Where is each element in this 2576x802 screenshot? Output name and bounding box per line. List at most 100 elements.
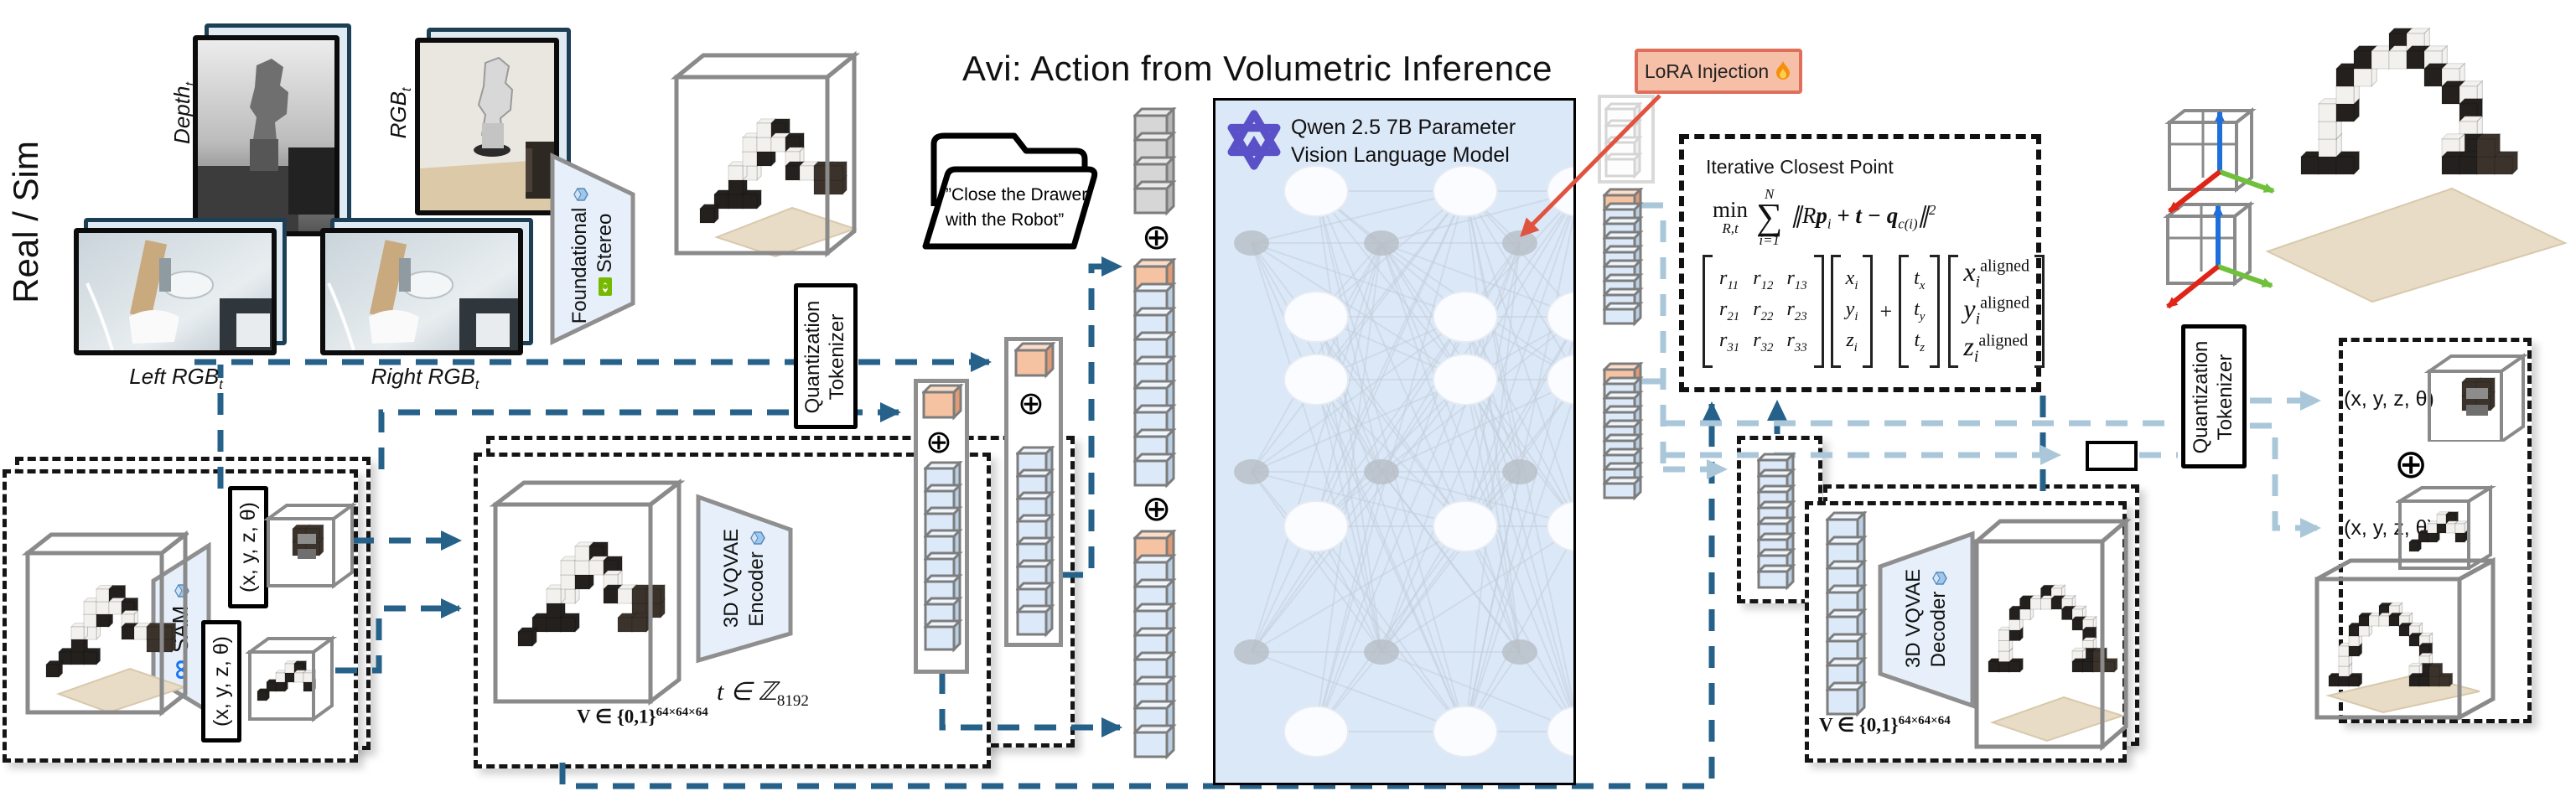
cube-icon bbox=[750, 531, 765, 546]
pose-box-2 bbox=[201, 620, 241, 742]
v-label-sup: 64×64×64 bbox=[1898, 714, 1951, 727]
icp-sum-bottom: i=1 bbox=[1759, 231, 1780, 248]
v-label-sup: 64×64×64 bbox=[656, 706, 708, 719]
plus-sign: + bbox=[1879, 298, 1893, 323]
voxel-cube-decoder-output bbox=[1972, 516, 2131, 752]
right-rgb-label: Right RGBt bbox=[345, 364, 505, 393]
token-box-a-cap bbox=[922, 384, 964, 421]
oplus-seq-2: ⊕ bbox=[1142, 488, 1172, 529]
left-rgb-label-sub: t bbox=[219, 377, 223, 393]
lora-injection-badge: LoRA Injection bbox=[1635, 49, 1802, 94]
voxel-set-label-decoder: V ∈ {0,1}64×64×64 bbox=[1819, 714, 1970, 739]
output-token-column-2 bbox=[1603, 362, 1644, 501]
token-box-b-column bbox=[1016, 446, 1055, 638]
nvidia-icon bbox=[599, 277, 612, 297]
rgb-image-label: RGBt bbox=[386, 63, 415, 163]
cube-icon bbox=[573, 187, 588, 201]
instruction-line1: ”Close the Drawer bbox=[946, 185, 1088, 204]
right-rgb-label-sub: t bbox=[474, 377, 479, 393]
qt-right-line2: Tokenizer bbox=[2214, 354, 2237, 441]
voxel-token-column-1 bbox=[1133, 258, 1177, 489]
coordinate-frame-cubes bbox=[2163, 106, 2275, 309]
pose-box-2-label: (x, y, z, θ) bbox=[209, 627, 234, 736]
decoder-line2: Decoder bbox=[1927, 591, 1950, 668]
qwen-title: Qwen 2.5 7B Parameter Vision Language Mo… bbox=[1291, 114, 1568, 168]
icp-title: Iterative Closest Point bbox=[1706, 156, 1894, 178]
latent-token-column bbox=[1757, 453, 1796, 591]
pose-text: (x, y, z, θ) bbox=[209, 636, 233, 727]
right-rgb-label-text: Right RGB bbox=[371, 364, 475, 390]
segmented-drawer-cube bbox=[264, 502, 358, 589]
page-title-text: Avi: Action from Volumetric Inference bbox=[961, 49, 1553, 88]
connector-box bbox=[2086, 441, 2138, 471]
instruction-line2: with the Robot” bbox=[946, 210, 1065, 230]
left-rgb-label-text: Left RGB bbox=[129, 364, 220, 390]
output-pose-box bbox=[2339, 338, 2532, 723]
voxel-scene-top-right bbox=[2265, 27, 2568, 303]
voxel-cube-stereo-output bbox=[670, 50, 861, 258]
right-rgb-image bbox=[320, 228, 523, 355]
qwen-line1: Qwen 2.5 7B Parameter bbox=[1291, 116, 1516, 139]
oplus-seq-1: ⊕ bbox=[1142, 216, 1172, 257]
flame-icon bbox=[1776, 61, 1791, 80]
pose-text: (x, y, z, θ) bbox=[236, 502, 260, 592]
oplus-box-b: ⊕ bbox=[1018, 385, 1044, 422]
stereo-line2: Stereo bbox=[593, 213, 616, 273]
qwen-vlm-box: Qwen 2.5 7B Parameter Vision Language Mo… bbox=[1213, 98, 1576, 785]
foundational-stereo-trapezoid bbox=[550, 153, 635, 345]
vqvae-encoder-trapezoid bbox=[696, 494, 793, 664]
codebook-label: t ∈ ℤ8192 bbox=[717, 677, 826, 711]
stereo-line1: Foundational bbox=[568, 207, 591, 324]
pose-text: (x, y, z, θ) bbox=[2344, 387, 2434, 411]
depth-label-text: Depth bbox=[169, 85, 195, 144]
decoder-input-column bbox=[1826, 511, 1868, 717]
icp-min-sub: R,t bbox=[1722, 220, 1739, 237]
lora-text: LoRA Injection bbox=[1644, 60, 1770, 82]
v-label-base: V ∈ {0,1} bbox=[577, 706, 656, 727]
pose-drawer-cube bbox=[2424, 353, 2529, 442]
vqvae-decoder-trapezoid bbox=[1878, 530, 1975, 709]
real-sim-text: Real / Sim bbox=[5, 141, 45, 303]
output-token-column-1 bbox=[1603, 188, 1644, 327]
lora-arrow bbox=[1520, 94, 1661, 237]
t-label-base: t ∈ ℤ bbox=[717, 678, 777, 706]
qwen-logo-icon bbox=[1227, 110, 1281, 170]
token-box-a-column bbox=[924, 461, 963, 653]
encoder-line1: 3D VQVAE bbox=[720, 528, 743, 629]
voxel-set-label-encoder: V ∈ {0,1}64×64×64 bbox=[577, 706, 728, 731]
depth-image bbox=[193, 35, 339, 236]
qt-left-line1: Quantization bbox=[801, 300, 825, 414]
icp-sum-top: N bbox=[1765, 186, 1775, 202]
pose-box-1-label: (x, y, z, θ) bbox=[236, 493, 261, 602]
language-token-column bbox=[1133, 107, 1177, 216]
cube-icon bbox=[1932, 571, 1947, 585]
segmented-robot-cube bbox=[246, 635, 338, 722]
depth-label-sub: t bbox=[183, 82, 199, 86]
qwen-line2: Vision Language Model bbox=[1291, 142, 1510, 167]
neural-network-art bbox=[1234, 165, 1573, 758]
rgb-image bbox=[415, 38, 559, 215]
t-label-sub: 8192 bbox=[776, 692, 809, 710]
foundational-stereo-label: Foundational Stereo bbox=[566, 163, 619, 347]
oplus-box-a: ⊕ bbox=[925, 423, 952, 460]
rgb-label-sub: t bbox=[399, 87, 415, 92]
left-rgb-photo-art bbox=[79, 233, 272, 350]
pose-robot-cube bbox=[2396, 484, 2496, 570]
instruction-text: ”Close the Drawer with the Robot” bbox=[946, 183, 1096, 233]
rgb-label-text: RGB bbox=[386, 91, 412, 139]
rgb-photo-art bbox=[420, 43, 554, 210]
voxel-cube-sam-input bbox=[21, 530, 189, 717]
vqvae-decoder-label: 3D VQVAE Decoder bbox=[1901, 543, 1951, 694]
icp-min: min bbox=[1713, 197, 1749, 223]
right-rgb-photo-art bbox=[325, 233, 518, 350]
